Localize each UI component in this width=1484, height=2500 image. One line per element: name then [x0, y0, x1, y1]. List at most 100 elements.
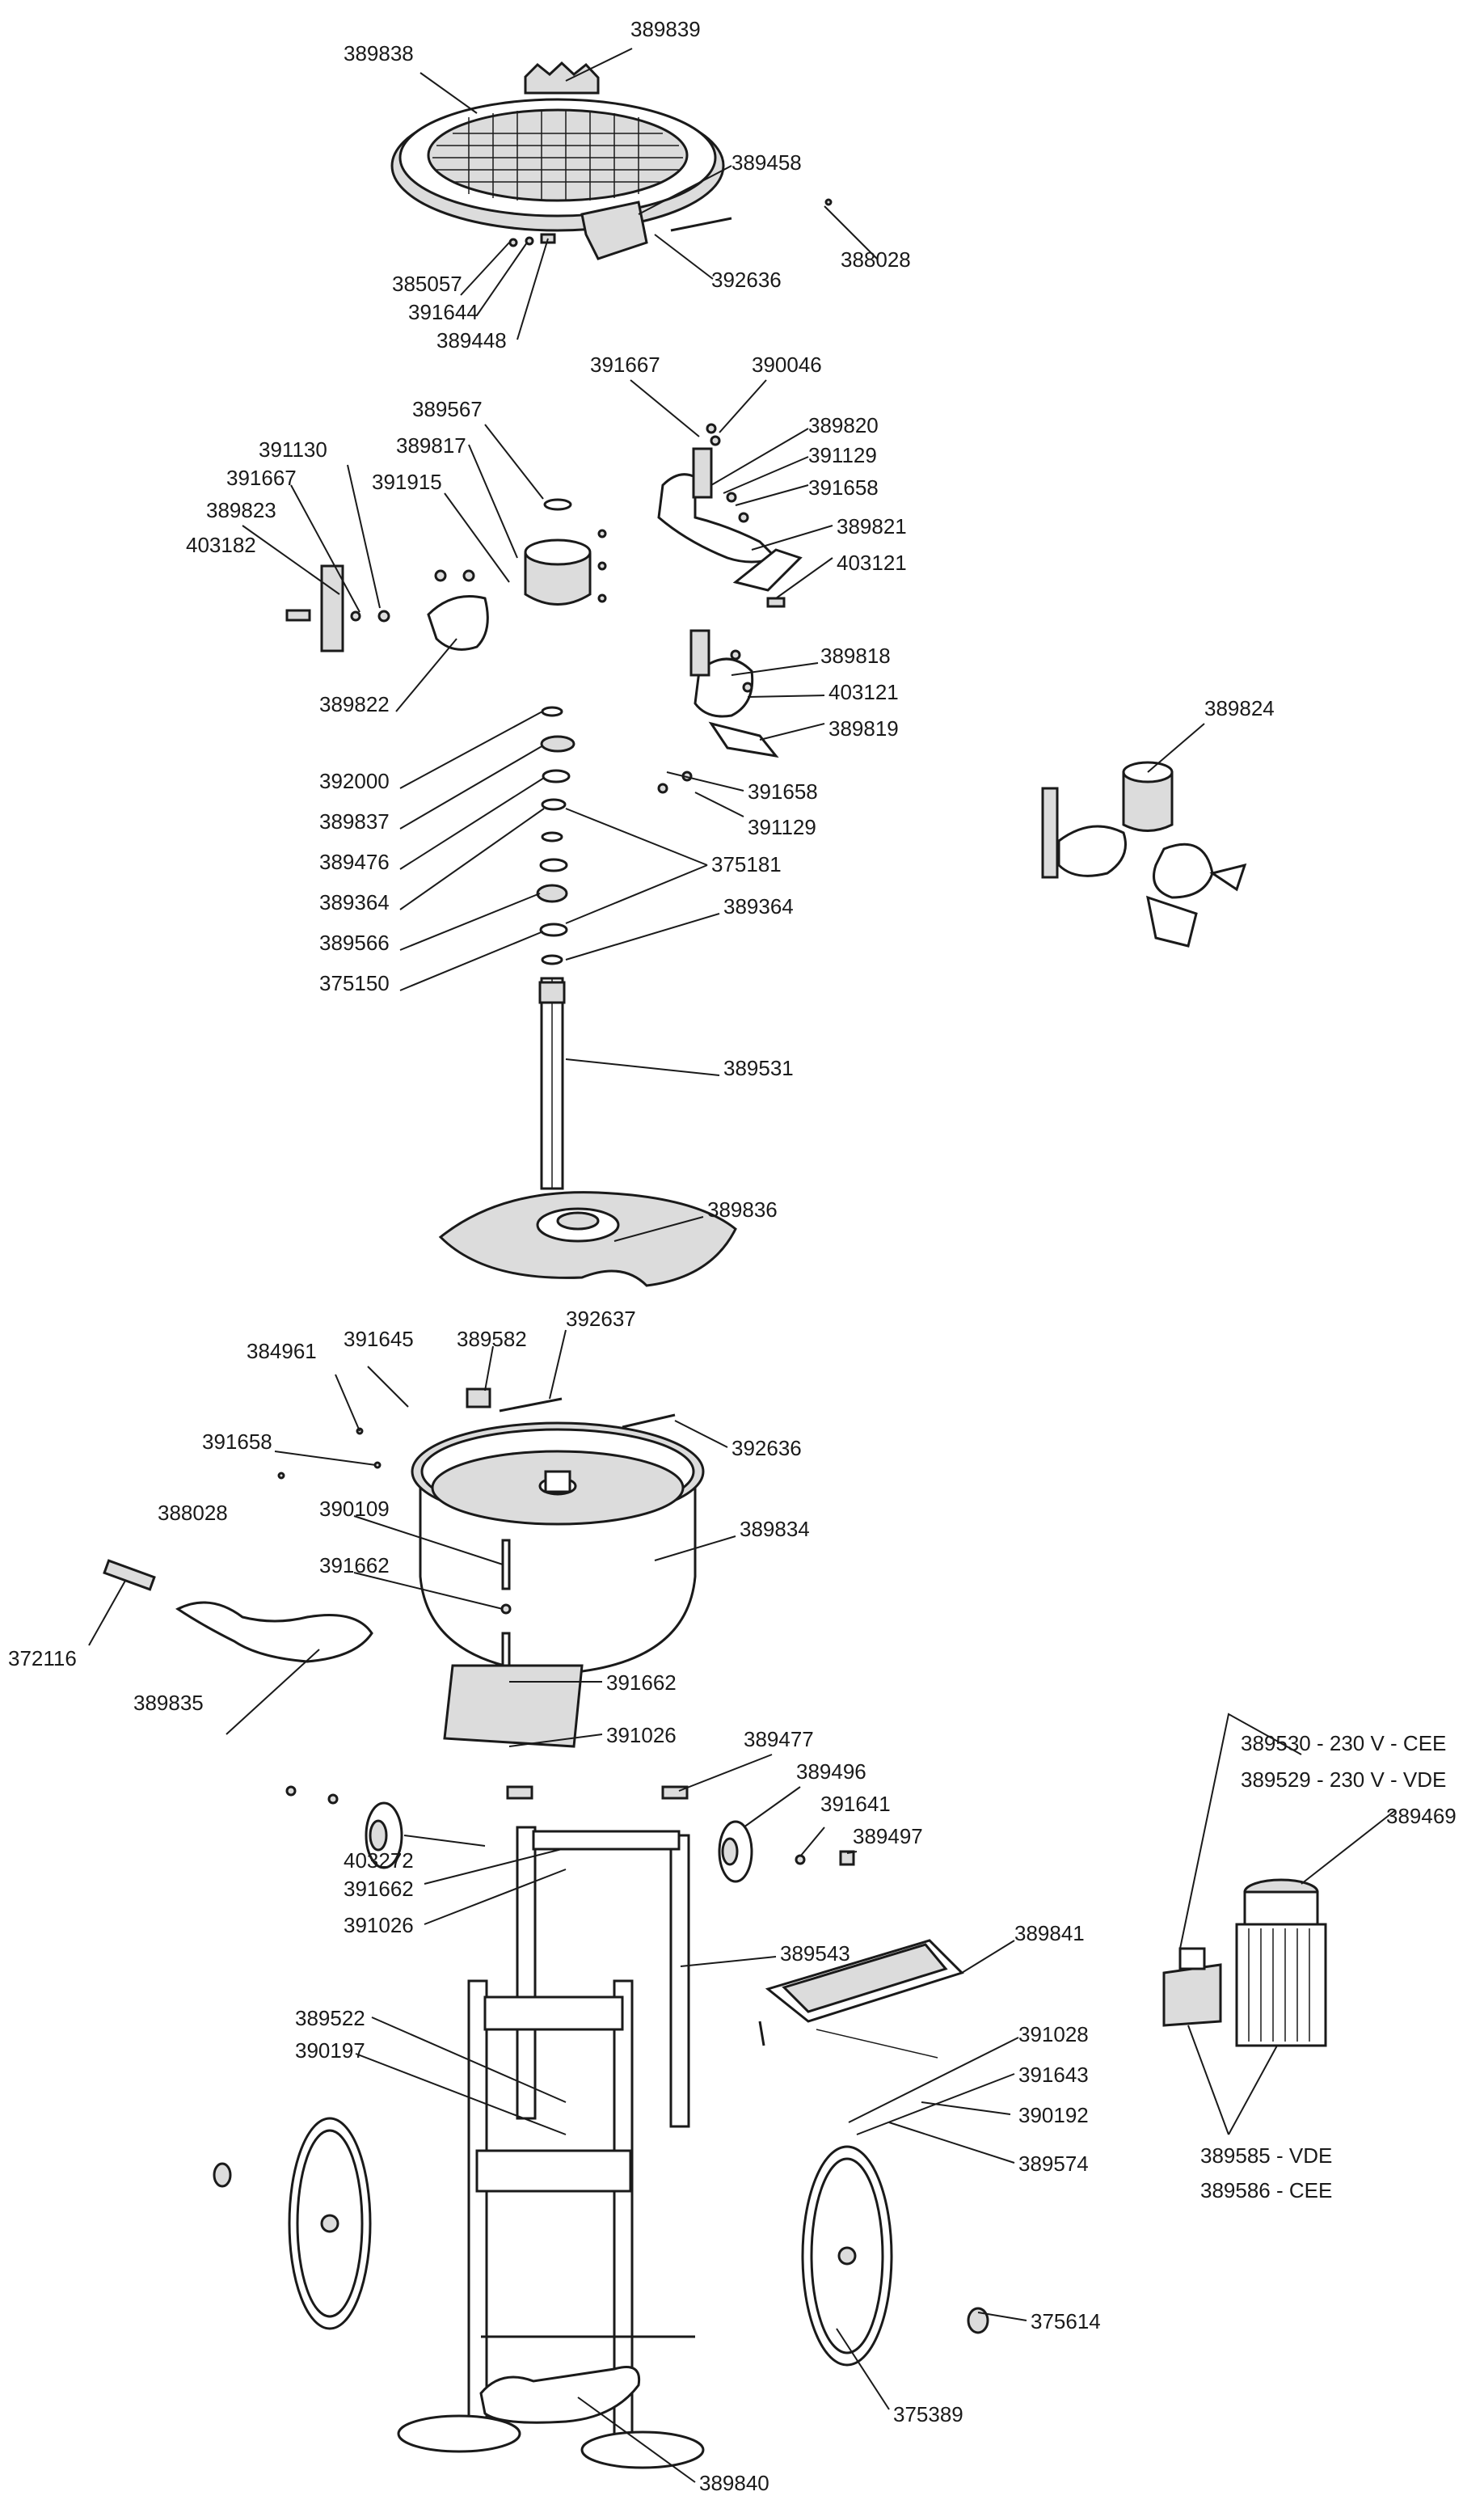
- label-389364-right: 389364: [723, 894, 794, 918]
- label-389823: 389823: [206, 498, 276, 522]
- mixing-lid-plate-part: [438, 1191, 737, 1287]
- wheel-cap-right-part: [967, 2307, 989, 2334]
- label-392636-top: 392636: [711, 268, 782, 292]
- label-384961: 384961: [247, 1339, 317, 1363]
- label-389496: 389496: [796, 1759, 866, 1784]
- label-391129-top: 391129: [808, 443, 877, 467]
- label-391028: 391028: [1018, 2022, 1089, 2046]
- label-391667-mid: 391667: [226, 466, 297, 490]
- large-wheel-right-part: [801, 2145, 893, 2367]
- label-391026-frame: 391026: [344, 1913, 414, 1937]
- label-389837: 389837: [319, 809, 390, 834]
- label-389574: 389574: [1018, 2152, 1089, 2176]
- electric-motor-part: [1162, 1878, 1327, 2047]
- cover-hinge-part: [524, 61, 600, 95]
- label-391643: 391643: [1018, 2063, 1089, 2087]
- lower-paddle-bracket-part: [689, 629, 710, 677]
- drum-fasteners: [277, 1387, 676, 1667]
- label-389835: 389835: [133, 1691, 204, 1715]
- discharge-flap-part: [175, 1601, 373, 1663]
- label-389522: 389522: [295, 2006, 365, 2030]
- mixing-head-part: [524, 498, 592, 606]
- cover-bracket-part: [580, 201, 648, 260]
- label-391658-mid: 391658: [748, 779, 818, 804]
- label-389567: 389567: [412, 397, 483, 421]
- label-389839: 389839: [630, 17, 701, 41]
- label-389497: 389497: [853, 1824, 923, 1848]
- label-389841: 389841: [1014, 1921, 1085, 1945]
- label-389836: 389836: [707, 1197, 778, 1222]
- label-389834: 389834: [740, 1517, 810, 1541]
- label-389838: 389838: [344, 41, 414, 65]
- label-391662-frame: 391662: [344, 1877, 414, 1901]
- label-389364-left: 389364: [319, 890, 390, 914]
- label-391026-chute: 391026: [606, 1723, 677, 1747]
- label-389469: 389469: [1386, 1804, 1457, 1828]
- lower-paddle-blade-part: [708, 721, 779, 758]
- mixing-paddle-left-part: [427, 595, 489, 651]
- paddle-blade-part: [732, 548, 803, 592]
- grid-cover-part: [390, 98, 725, 232]
- label-392637: 392637: [566, 1307, 636, 1331]
- label-389817: 389817: [396, 433, 466, 458]
- label-403121-mid: 403121: [828, 680, 899, 704]
- foot-step-part: [479, 2366, 641, 2424]
- small-screws: [508, 198, 833, 247]
- label-375181: 375181: [711, 852, 782, 876]
- label-390197: 390197: [295, 2038, 365, 2063]
- handle-grip-part: [103, 1559, 156, 1591]
- label-375389: 375389: [893, 2402, 963, 2426]
- label-389582: 389582: [457, 1327, 527, 1351]
- label-375614: 375614: [1031, 2309, 1101, 2333]
- label-389822: 389822: [319, 692, 390, 716]
- label-390046: 390046: [752, 353, 822, 377]
- label-389529: 389529 - 230 V - VDE: [1241, 1767, 1446, 1792]
- leader-lines: [88, 48, 1395, 2483]
- label-389458: 389458: [731, 150, 802, 175]
- label-391662-chute: 391662: [606, 1670, 677, 1695]
- label-391644: 391644: [408, 300, 479, 324]
- label-372116: 372116: [8, 1646, 77, 1670]
- label-403182: 403182: [186, 533, 256, 557]
- label-391915: 391915: [372, 470, 442, 494]
- scraper-blade-part: [320, 564, 344, 652]
- fasteners-left: [285, 529, 607, 623]
- label-390192: 390192: [1018, 2103, 1089, 2127]
- label-391662-drum: 391662: [319, 1553, 390, 1577]
- label-392000: 392000: [319, 769, 390, 793]
- label-389531: 389531: [723, 1056, 794, 1080]
- label-389586: 389586 - CEE: [1200, 2178, 1332, 2202]
- label-391658-top: 391658: [808, 475, 879, 500]
- tray-rack-part: [758, 1939, 964, 2059]
- wheel-cap-part: [213, 2162, 232, 2188]
- rubber-pads: [506, 1785, 689, 1800]
- label-389543: 389543: [780, 1941, 850, 1966]
- label-389821: 389821: [837, 514, 907, 538]
- small-wheel-part: [285, 1785, 403, 1869]
- mixing-paddle-right-part: [657, 473, 778, 564]
- label-385057: 385057: [392, 272, 462, 296]
- label-389820: 389820: [808, 413, 879, 437]
- discharge-chute-part: [443, 1664, 584, 1748]
- label-388028-top: 388028: [841, 247, 911, 272]
- fasteners-right: [706, 423, 786, 608]
- label-390109: 390109: [319, 1497, 390, 1521]
- hinge-pin-part: [670, 217, 732, 232]
- label-392636-drum: 392636: [731, 1436, 802, 1460]
- label-391130: 391130: [259, 437, 327, 462]
- part-number-labels: 389839 389838 389458 385057 391644 38944…: [8, 17, 1457, 2495]
- mixing-tool-assembly-part: [1041, 761, 1247, 948]
- label-389585: 389585 - VDE: [1200, 2143, 1332, 2168]
- label-389566: 389566: [319, 931, 390, 955]
- label-391129-mid: 391129: [748, 815, 816, 839]
- bearing-rings-stack: [536, 706, 575, 965]
- label-389530: 389530 - 230 V - CEE: [1241, 1731, 1446, 1755]
- label-389819: 389819: [828, 716, 899, 741]
- label-403272: 403272: [344, 1848, 414, 1873]
- large-wheel-left-part: [288, 2117, 372, 2330]
- mixing-drum-part: [411, 1421, 705, 1675]
- label-389477: 389477: [744, 1727, 814, 1751]
- small-wheel-right-part: [718, 1820, 855, 1883]
- label-388028-drum: 388028: [158, 1501, 228, 1525]
- paddle-bracket-part: [692, 447, 713, 499]
